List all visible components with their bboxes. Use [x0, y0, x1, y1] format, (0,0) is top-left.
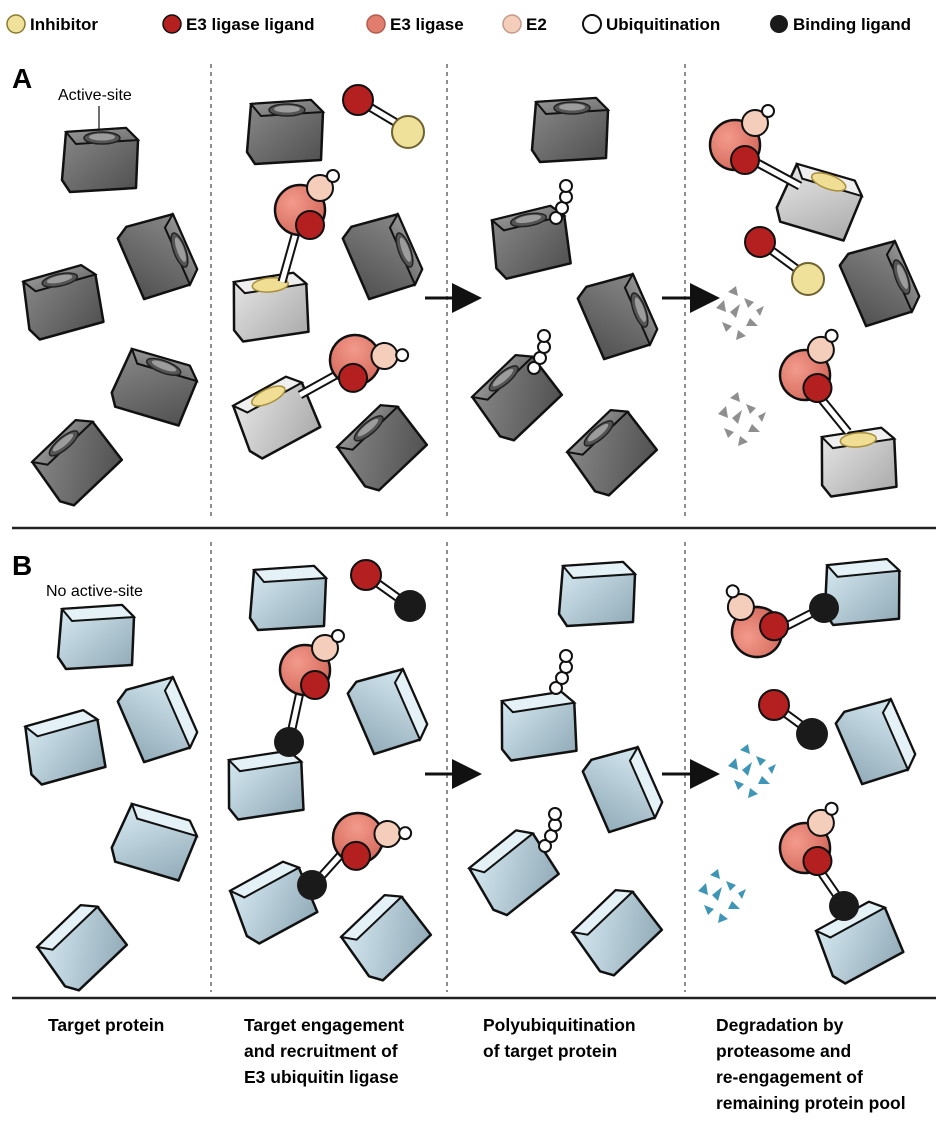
target-protein — [113, 670, 203, 767]
caption-target-protein: Target protein — [48, 1015, 164, 1035]
target-protein — [338, 207, 428, 304]
protac-molecule — [350, 559, 426, 622]
ternary-complex — [228, 168, 341, 344]
target-protein — [831, 692, 921, 789]
panel-letter: B — [12, 550, 32, 581]
degraded-fragments — [718, 392, 766, 446]
target-protein — [334, 886, 437, 987]
binding-ligand-swatch-icon — [770, 15, 788, 33]
legend-label: E3 ligase — [390, 15, 464, 34]
target-protein — [835, 234, 925, 331]
target-protein — [106, 797, 203, 887]
ternary-complex — [223, 790, 415, 949]
caption-target-engagement: Target engagement and recruitment of E3 … — [244, 1015, 409, 1087]
target-protein — [343, 662, 433, 759]
target-protein — [565, 881, 668, 982]
degraded-fragments — [716, 286, 764, 340]
degraded-fragments — [698, 869, 746, 923]
legend-item-e3-ligase-ligand: E3 ligase ligand — [162, 14, 315, 34]
legend-label: E3 ligase ligand — [186, 15, 315, 34]
legend-item-binding-ligand: Binding ligand — [770, 15, 911, 34]
target-protein — [25, 411, 128, 512]
ternary-complex — [223, 628, 346, 822]
legend-label: Ubiquitination — [606, 15, 720, 34]
panel-b: B No active-site — [12, 550, 921, 997]
target-protein — [573, 267, 663, 364]
target-protein — [113, 207, 203, 304]
e3-ligand-swatch-icon — [162, 14, 182, 34]
panel-a: A Active-site — [12, 63, 925, 512]
legend-label: Inhibitor — [30, 15, 98, 34]
legend: Inhibitor E3 ligase ligand E3 ligase E2 … — [6, 14, 911, 34]
target-protein — [106, 342, 203, 432]
ubiquitinated-protein — [496, 649, 581, 763]
caption-degradation: Degradation by proteasome and re-engagem… — [716, 1015, 906, 1113]
protac-molecule — [342, 84, 425, 149]
target-protein — [245, 98, 325, 166]
legend-item-inhibitor: Inhibitor — [6, 14, 98, 34]
legend-item-e3-ligase: E3 ligase — [366, 14, 464, 34]
degraded-fragments — [728, 744, 776, 798]
target-protein — [19, 706, 110, 788]
legend-label: Binding ligand — [793, 15, 911, 34]
legend-label: E2 — [526, 15, 547, 34]
target-protein — [56, 603, 136, 671]
no-active-site-note: No active-site — [46, 583, 143, 600]
caption-polyubiquitination: Polyubiquitination of target protein — [483, 1015, 641, 1061]
protac-molecule — [744, 226, 825, 296]
target-protein — [557, 560, 637, 628]
active-site-note: Active-site — [58, 87, 132, 104]
inhibitor-swatch-icon — [6, 14, 26, 34]
panel-letter: A — [12, 63, 32, 94]
separators — [12, 64, 936, 1000]
target-protein — [30, 896, 133, 997]
ubiquitinated-protein — [462, 807, 564, 921]
ubiquitinated-protein — [465, 329, 568, 447]
target-protein — [560, 401, 663, 502]
e3-ligase-swatch-icon — [366, 14, 386, 34]
legend-item-ubiquitination: Ubiquitination — [582, 14, 720, 34]
ternary-complex — [226, 312, 412, 464]
legend-item-e2: E2 — [502, 14, 547, 34]
ternary-complex — [772, 800, 909, 989]
target-protein — [530, 96, 610, 164]
target-protein — [248, 564, 328, 632]
ternary-complex — [710, 557, 903, 665]
captions: Target protein Target engagement and rec… — [48, 1015, 906, 1113]
e2-swatch-icon — [502, 14, 522, 34]
ubiquitinated-protein — [486, 179, 575, 282]
target-protein — [578, 740, 668, 837]
protac-molecule — [758, 689, 828, 750]
ubiquitin-swatch-icon — [582, 14, 602, 34]
target-protein — [330, 396, 433, 497]
target-protein — [17, 261, 108, 343]
ternary-complex — [772, 327, 901, 499]
target-protein — [60, 126, 140, 194]
ternary-complex — [708, 103, 868, 247]
